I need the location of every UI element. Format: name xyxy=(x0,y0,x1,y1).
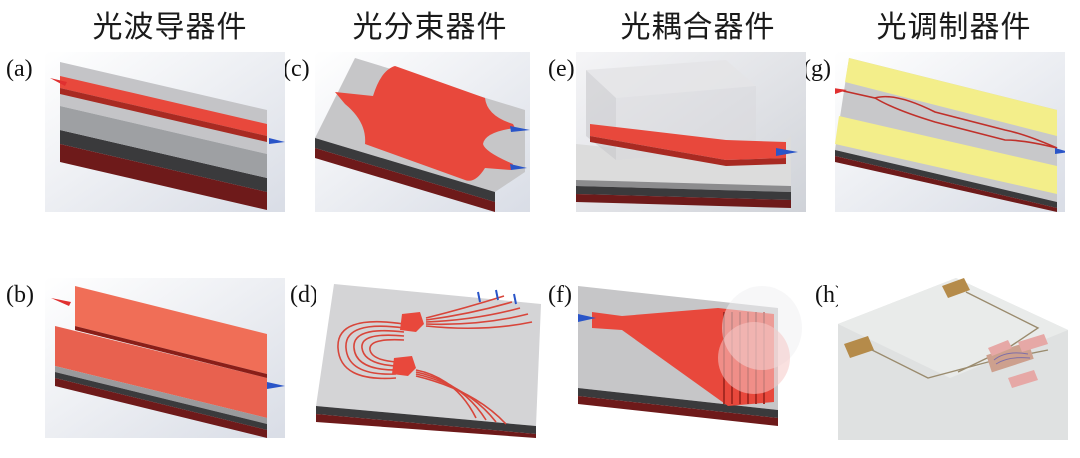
panel-c-image xyxy=(315,52,530,212)
panel-label-e: (e) xyxy=(548,56,575,82)
panel-label-c: (c) xyxy=(283,56,310,82)
input-arrow-icon xyxy=(50,78,67,86)
panel-label-b: (b) xyxy=(6,282,34,308)
column-title-coupler: 光耦合器件 xyxy=(620,10,776,45)
panel-f-image xyxy=(578,278,808,438)
panel-a-image xyxy=(45,52,285,212)
panel-d-image xyxy=(316,278,546,438)
panel-label-f: (f) xyxy=(548,282,572,308)
panel-label-g: (g) xyxy=(803,56,831,82)
input-arrow-icon xyxy=(578,314,596,322)
panel-label-a: (a) xyxy=(6,56,33,82)
panel-b-image xyxy=(45,278,285,438)
output-arrow-icon xyxy=(510,164,527,170)
input-arrow-icon xyxy=(51,298,71,306)
output-arrow-icon xyxy=(510,126,530,132)
column-title-modulator: 光调制器件 xyxy=(876,10,1032,45)
panel-e-image xyxy=(576,52,806,212)
output-arrow-icon xyxy=(1055,148,1065,154)
panel-label-d: (d) xyxy=(290,282,318,308)
output-arrow-icon xyxy=(477,289,517,305)
input-arrow-icon xyxy=(835,88,847,94)
output-arrow-icon xyxy=(269,138,285,144)
panel-g-image xyxy=(835,52,1065,212)
output-arrow-icon xyxy=(267,382,285,389)
output-arrow-icon xyxy=(776,148,798,156)
panel-h-image xyxy=(838,278,1068,440)
column-title-splitter: 光分束器件 xyxy=(352,10,508,45)
column-title-waveguide: 光波导器件 xyxy=(92,10,248,45)
